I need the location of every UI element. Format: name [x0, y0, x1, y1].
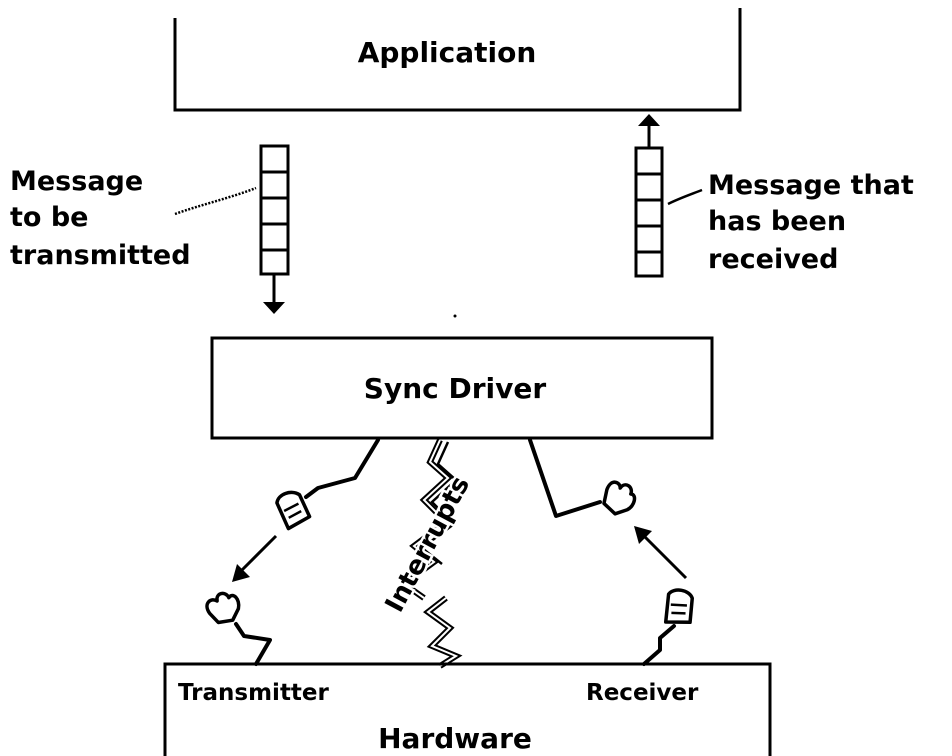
rx-lower-arm: [644, 626, 674, 664]
stray-dot: [454, 315, 457, 318]
tx-label-line-1: Message: [10, 166, 143, 197]
hardware-box: Transmitter Receiver Hardware: [165, 664, 770, 756]
application-label: Application: [358, 36, 537, 69]
hardware-label: Hardware: [378, 722, 532, 755]
rx-leader-line: [668, 190, 702, 204]
hand-icon-tx-upper: [275, 488, 311, 529]
receiver-label: Receiver: [586, 680, 699, 706]
down-arrow-icon: [263, 302, 285, 314]
sync-driver-label: Sync Driver: [364, 372, 547, 405]
tx-label-line-2: to be: [10, 202, 89, 233]
tx-lower-arm: [236, 624, 270, 664]
hand-icon-rx-lower: [664, 588, 696, 626]
rx-arrow-line: [645, 537, 686, 578]
tx-message-queue: [175, 146, 288, 314]
rx-message-queue: [636, 114, 702, 276]
tx-upper-arm: [306, 440, 378, 497]
hand-icon-rx-upper: [600, 479, 638, 518]
tx-leader-line: [175, 188, 256, 214]
tx-arrow-line: [240, 536, 276, 572]
application-box: Application: [175, 8, 740, 110]
rx-message-label: Message that has been received: [708, 170, 914, 275]
sync-driver-box: Sync Driver: [212, 338, 712, 438]
tx-message-label: Message to be transmitted: [10, 166, 191, 271]
rx-upper-arm: [530, 440, 600, 516]
rx-label-line-2: has been: [708, 206, 846, 237]
rx-label-line-1: Message that: [708, 170, 914, 201]
tx-label-line-3: transmitted: [10, 240, 191, 271]
up-arrow-icon: [638, 114, 660, 126]
rx-label-line-3: received: [708, 244, 838, 275]
hand-icon-tx-lower: [204, 588, 245, 628]
transmitter-label: Transmitter: [178, 680, 330, 706]
